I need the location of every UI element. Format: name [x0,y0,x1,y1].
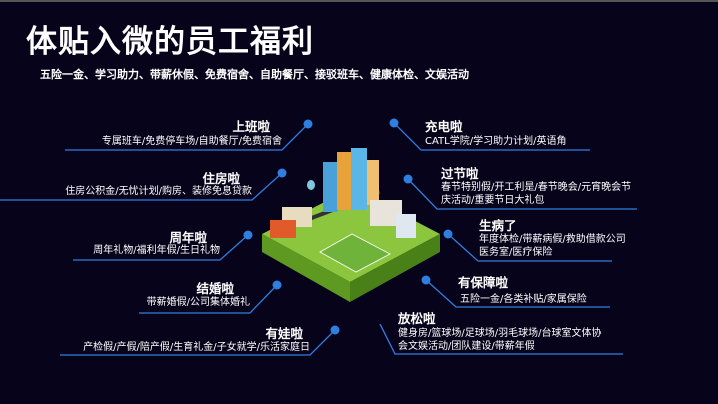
benefit-desc-anniversary: 周年礼物/福利年假/生日礼物 [93,245,220,256]
benefit-title-anniversary: 周年啦 [169,230,207,245]
benefit-desc-holidays-2: 庆活动/重要节日大礼包 [441,195,545,206]
benefit-desc-health: 年度体检/带薪病假/救助借款公司 [479,234,626,245]
page-subtitle: 五险一金、学习助力、带薪休假、免费宿舍、自助餐厅、接驳班车、健康体检、文娱活动 [40,68,469,81]
benefit-title-children: 有娃啦 [265,326,303,341]
benefit-desc-holidays: 春节特别假/开工利是/春节晚会/元宵晚会节 [441,182,632,193]
benefit-desc-commute: 专属班车/免费停车场/自助餐厅/免费宿舍 [101,136,282,147]
benefit-title-commute: 上班啦 [232,119,270,134]
benefit-desc-security: 五险一金/各类补贴/家属保险 [460,294,587,305]
benefit-desc-wedding: 带薪婚假/公司集体婚礼 [146,297,250,308]
benefit-title-holidays: 过节啦 [441,166,479,181]
benefit-desc-children: 产检假/产假/陪产假/生育礼金/子女就学/乐活家庭日 [83,342,310,353]
city-illustration [262,148,440,302]
benefit-desc-leisure: 健身房/篮球场/足球场/羽毛球场/台球室文体协 [398,328,602,339]
benefit-title-housing: 住房啦 [202,171,240,186]
benefit-title-learning: 充电啦 [425,119,463,134]
benefit-title-health: 生病了 [479,218,517,233]
benefit-desc-housing: 住房公积金/无忧计划/购房、装修免息贷款 [65,186,252,197]
benefit-title-leisure: 放松啦 [398,311,436,326]
benefit-desc-leisure-2: 会文娱活动/团队建设/带薪年假 [398,341,535,352]
page-title: 体贴入微的员工福利 [26,24,314,60]
benefit-desc-health-2: 医务室/医疗保险 [479,247,553,258]
benefit-title-security: 有保障啦 [458,275,509,290]
benefit-desc-learning: CATL学院/学习助力计划/英语角 [425,136,567,147]
benefit-title-wedding: 结婚啦 [196,281,234,296]
